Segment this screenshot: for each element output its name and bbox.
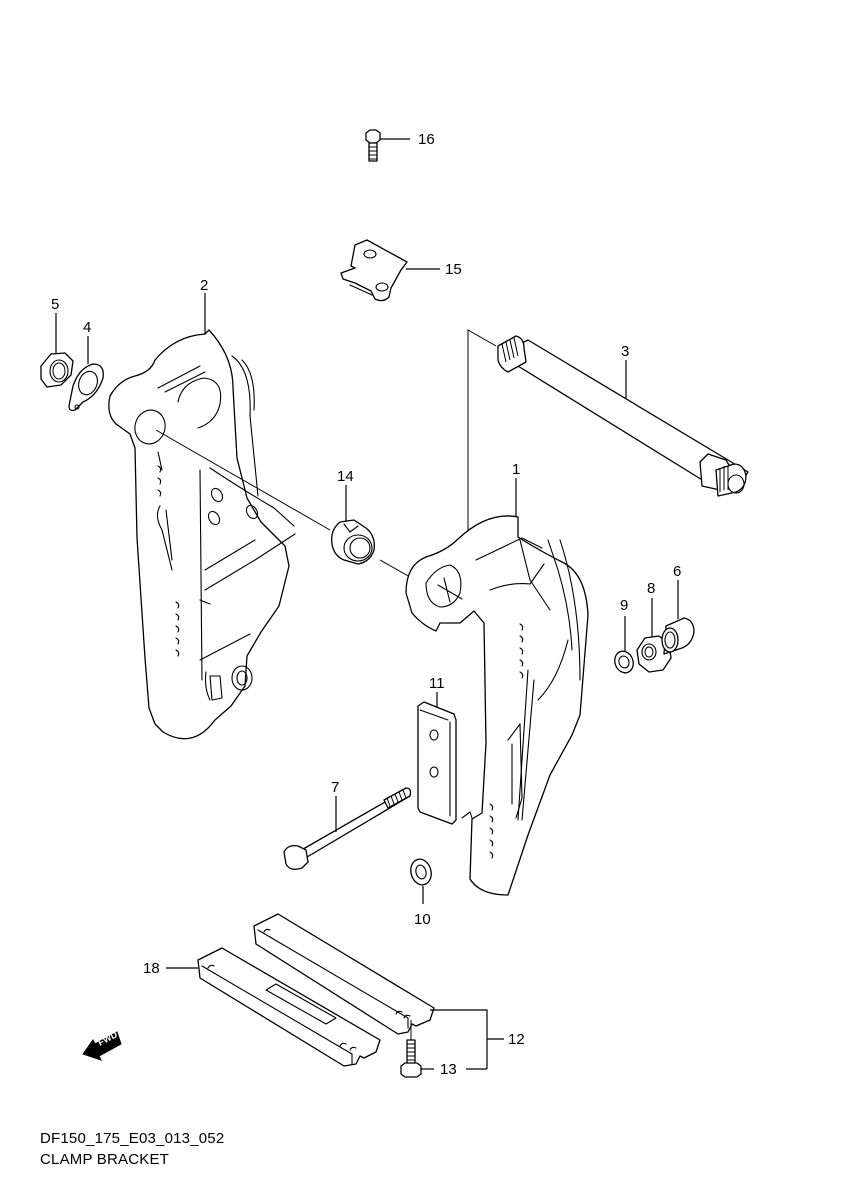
part-2-clamp-bracket-port[interactable]	[108, 329, 296, 740]
part-9-washer[interactable]	[612, 649, 636, 676]
callout-4: 4	[83, 319, 91, 336]
fwd-direction-indicator: FWD	[82, 1029, 122, 1061]
callout-8: 8	[647, 580, 655, 597]
callout-9: 9	[620, 597, 628, 614]
callout-1: 1	[512, 461, 520, 478]
part-12-clamp-pad[interactable]	[253, 913, 435, 1035]
part-11-plate[interactable]	[417, 701, 457, 825]
diagram-caption: DF150_175_E03_013_052 CLAMP BRACKET	[40, 1128, 224, 1170]
shaft-axis-line	[467, 329, 497, 610]
callout-7: 7	[331, 779, 339, 796]
part-4-washer-plate[interactable]	[68, 363, 104, 412]
callout-2: 2	[200, 277, 208, 294]
part-6-bushing[interactable]	[661, 617, 695, 655]
part-7-bolt[interactable]	[283, 787, 412, 870]
callout-16: 16	[418, 131, 435, 148]
part-5-nut[interactable]	[40, 352, 74, 388]
callout-18: 18	[143, 960, 160, 977]
leader-12	[430, 1009, 488, 1069]
callout-10: 10	[414, 911, 431, 928]
assembly-axis-line-2	[379, 559, 411, 578]
arrow-left-down-icon	[82, 1031, 122, 1061]
assembly-axis-line	[155, 429, 331, 531]
part-13-bolt[interactable]	[400, 1039, 422, 1078]
part-1-clamp-bracket-starboard[interactable]	[405, 515, 589, 896]
callout-11: 11	[429, 675, 445, 692]
drawing-code: DF150_175_E03_013_052	[40, 1130, 225, 1147]
diagram-title: CLAMP BRACKET	[40, 1151, 170, 1168]
callout-14: 14	[337, 468, 354, 485]
callout-15: 15	[445, 261, 462, 278]
callout-5: 5	[51, 296, 59, 313]
part-3-shaft[interactable]	[497, 335, 749, 497]
part-18-spacer-pad[interactable]	[197, 947, 381, 1067]
part-15-bracket-plate[interactable]	[340, 239, 408, 302]
part-10-washer[interactable]	[408, 857, 434, 887]
part-16-bolt[interactable]	[365, 129, 381, 162]
callout-3: 3	[621, 343, 629, 360]
callout-6: 6	[673, 563, 681, 580]
callout-12: 12	[508, 1031, 525, 1048]
part-14-bushing[interactable]	[331, 519, 375, 565]
callout-13: 13	[440, 1061, 457, 1078]
